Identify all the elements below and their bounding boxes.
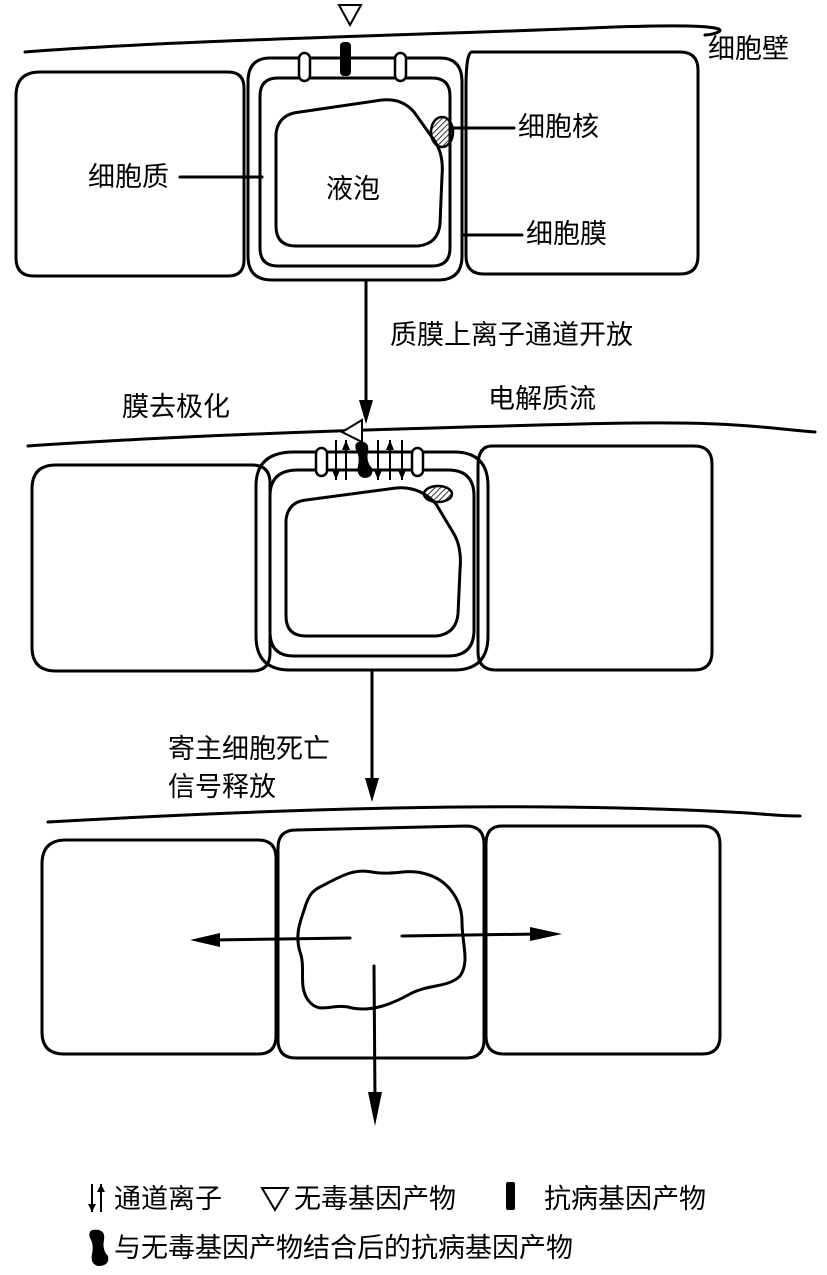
right-neighbor-cell-1	[464, 50, 700, 276]
central-cell-wall-2	[254, 450, 490, 672]
arrow-to-panel-2	[359, 280, 373, 424]
nucleus-label: 细胞核	[518, 112, 599, 143]
arrow-to-panel-3	[365, 670, 379, 802]
bound-resistance-product	[355, 441, 373, 478]
top-cell-wall-line-2	[26, 421, 817, 448]
legend-resistance-text: 抗病基因产物	[544, 1184, 706, 1215]
resistance-gene-product-1	[340, 42, 351, 76]
ion-channel-3	[314, 446, 329, 478]
left-neighbor-cell-3	[40, 838, 278, 1056]
ion-channel-legend-icon	[88, 1184, 105, 1212]
top-cell-wall-line-3	[46, 805, 802, 824]
avirulence-product-triangle-1	[337, 4, 363, 28]
top-cell-wall-line-1	[23, 24, 722, 54]
legend: 通道离子 无毒基因产物 抗病基因产物 与无毒基因产物结合后的抗病基因产物	[88, 1182, 706, 1266]
plasma-membrane-2	[268, 468, 476, 658]
avirulence-product-triangle-2	[339, 418, 363, 444]
left-neighbor-cell-1	[14, 70, 246, 278]
panel-1-resting-cell: 细胞壁 细胞核 细胞质 液泡 细胞膜	[14, 4, 789, 282]
collapsed-protoplast	[296, 869, 467, 1011]
right-neighbor-cell-3	[484, 824, 722, 1056]
cytoplasm-label: 细胞质	[88, 162, 169, 193]
membrane-label: 细胞膜	[526, 219, 607, 250]
legend-bound-product-icon	[89, 1229, 109, 1266]
legend-resistance-icon	[506, 1182, 515, 1210]
vacuole-1	[274, 98, 444, 248]
nucleus-1	[429, 115, 455, 149]
legend-bound-product-text: 与无毒基因产物结合后的抗病基因产物	[114, 1233, 573, 1264]
vacuole-label: 液泡	[326, 174, 380, 205]
cell-wall-label: 细胞壁	[708, 34, 789, 65]
legend-triangle-icon	[260, 1187, 290, 1212]
nucleus-2	[422, 484, 454, 504]
right-neighbor-cell-2	[476, 444, 714, 672]
channel-opening-label: 质膜上离子通道开放	[390, 320, 633, 351]
ion-channel-2	[393, 51, 408, 83]
electrolyte-flow-label: 电解质流	[488, 384, 596, 415]
vacuole-2	[284, 486, 462, 638]
plasma-membrane-1	[258, 76, 452, 268]
signal-release-arrows	[190, 927, 562, 1126]
panel-2-depolarization: 膜去极化 电解质流	[26, 384, 817, 673]
central-cell-wall-1	[246, 56, 464, 282]
ion-flow-arrows	[332, 440, 406, 480]
depolarization-label: 膜去极化	[122, 392, 230, 423]
ion-channel-1	[297, 51, 312, 83]
central-dead-cell	[276, 824, 486, 1060]
cell-death-label-line-2: 信号释放	[168, 772, 276, 803]
legend-avirulence-text: 无毒基因产物	[294, 1184, 456, 1215]
panel-3-cell-death	[40, 805, 802, 1126]
left-neighbor-cell-2	[30, 463, 272, 673]
cell-death-label-line-1: 寄主细胞死亡	[168, 734, 330, 765]
legend-ion-channel-text: 通道离子	[114, 1184, 222, 1215]
ion-channel-4	[410, 446, 425, 478]
